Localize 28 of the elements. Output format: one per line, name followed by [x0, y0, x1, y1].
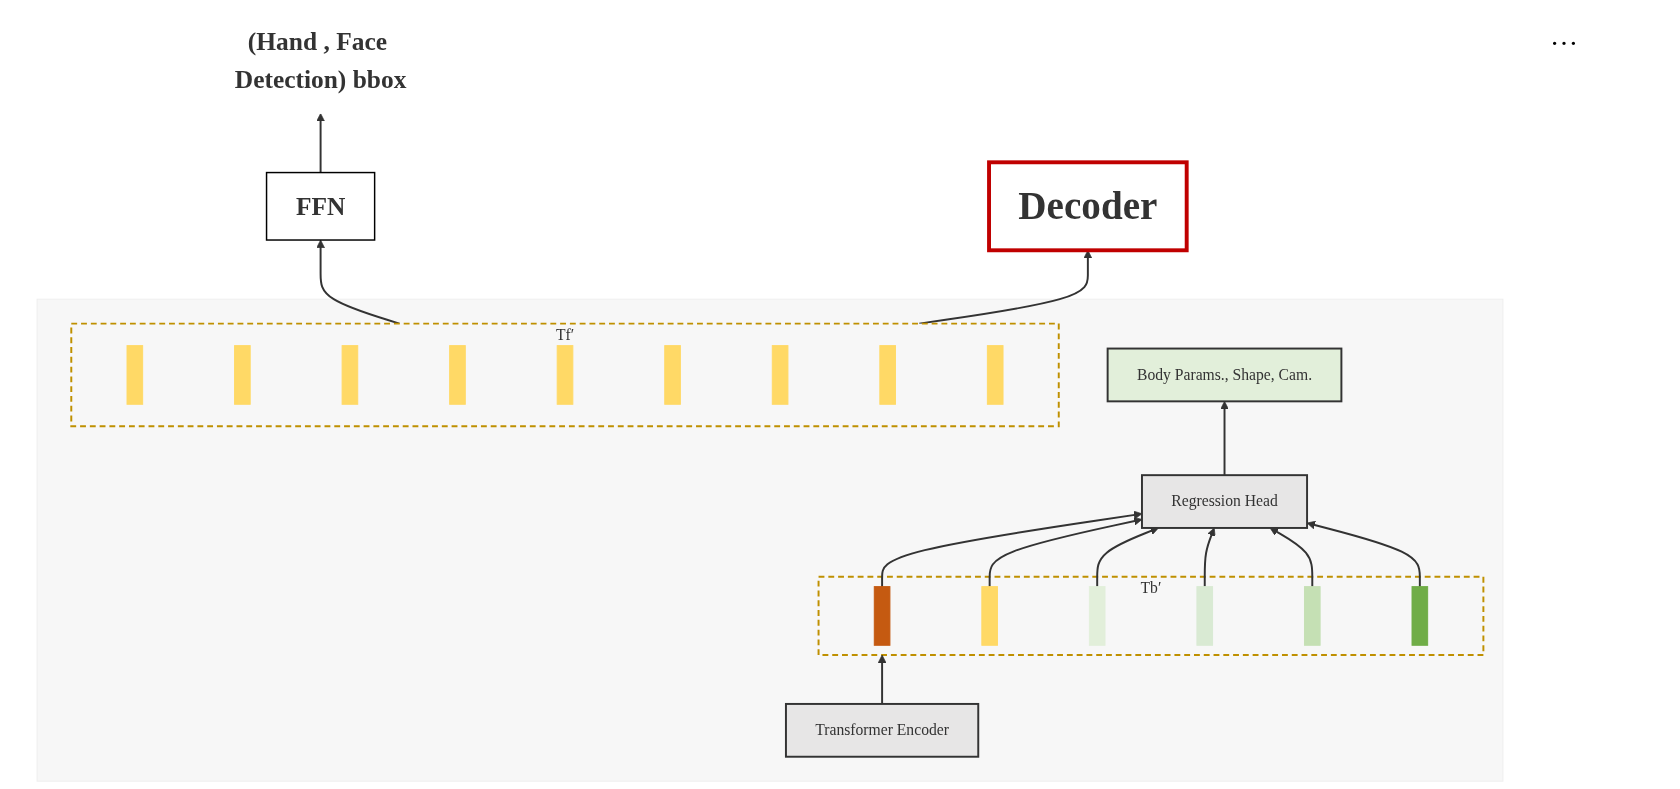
- node-bar: [879, 345, 896, 405]
- node-bar: [556, 345, 574, 405]
- node-box: FFN: [265, 171, 376, 241]
- arrow: [316, 113, 325, 174]
- node-bar: [1088, 586, 1106, 646]
- cluster: Tf′: [70, 322, 1060, 428]
- node-bar: [664, 345, 681, 405]
- node-box: Body Params., Shape, Cam.: [1106, 347, 1343, 403]
- ellipsis-label: …: [1550, 20, 1579, 52]
- node-bar: [873, 586, 891, 646]
- node-text: (Hand , Face Detection) bbox: [234, 27, 407, 94]
- node-bar: [341, 345, 359, 405]
- arrow: [877, 654, 887, 705]
- node-bar: [449, 345, 466, 405]
- node-bar: [986, 345, 1004, 405]
- node-bar: [126, 345, 144, 405]
- node-bar: [234, 345, 251, 405]
- node-box: Transformer Encoder: [784, 702, 980, 758]
- node-box: Decoder: [987, 160, 1189, 253]
- node-bar: [771, 345, 789, 405]
- cluster: [36, 298, 1504, 782]
- node-bar: [981, 586, 998, 646]
- node-box: Regression Head: [1141, 474, 1309, 529]
- node-bar: [1411, 586, 1429, 646]
- node-bar: [1304, 586, 1321, 646]
- cluster: Tb′: [817, 575, 1485, 657]
- arrow: [1220, 400, 1229, 477]
- node-bar: [1196, 586, 1214, 646]
